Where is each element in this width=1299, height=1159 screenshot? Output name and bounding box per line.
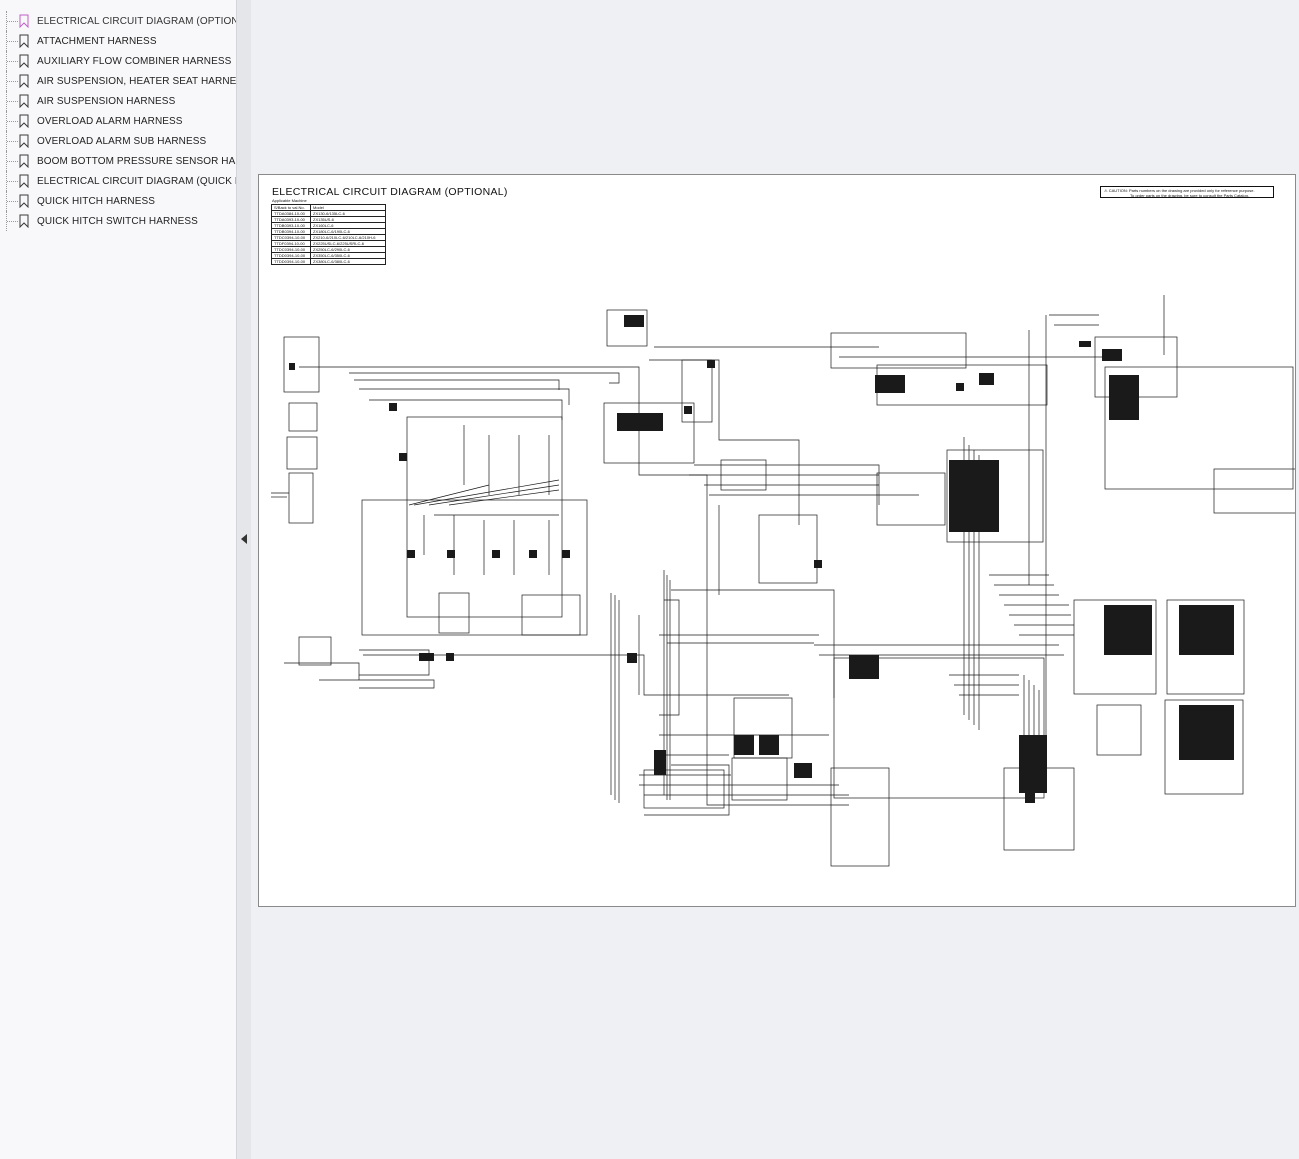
document-page: ELECTRICAL CIRCUIT DIAGRAM (OPTIONAL) Ap…: [258, 174, 1296, 907]
bookmark-label: ELECTRICAL CIRCUIT DIAGRAM (OPTIONAL): [37, 15, 255, 27]
tree-branch: [7, 21, 18, 22]
bookmark-item[interactable]: BOOM BOTTOM PRESSURE SENSOR HARNESS: [0, 151, 270, 171]
tree-branch: [7, 81, 18, 82]
bookmark-icon: [19, 74, 29, 88]
caution-line-1: CAUTION: Parts numbers on the drawing ar…: [1108, 188, 1255, 193]
bookmark-icon: [19, 194, 29, 208]
tree-line: [6, 91, 7, 111]
caution-line-2: To order parts on the drawing, be sure t…: [1130, 193, 1249, 198]
tree-branch: [7, 221, 18, 222]
tree-branch: [7, 181, 18, 182]
bookmark-label: ELECTRICAL CIRCUIT DIAGRAM (QUICK HITCH): [37, 175, 270, 187]
caution-note: ⚠ CAUTION: Parts numbers on the drawing …: [1100, 186, 1274, 198]
bookmark-icon: [19, 154, 29, 168]
bookmark-label: OVERLOAD ALARM HARNESS: [37, 115, 183, 127]
bookmark-item[interactable]: AUXILIARY FLOW COMBINER HARNESS: [0, 51, 236, 71]
bookmark-label: ATTACHMENT HARNESS: [37, 35, 157, 47]
bookmark-item[interactable]: AIR SUSPENSION, HEATER SEAT HARNESS: [0, 71, 250, 91]
bookmark-item[interactable]: OVERLOAD ALARM HARNESS: [0, 111, 236, 131]
bookmark-item[interactable]: ELECTRICAL CIRCUIT DIAGRAM (OPTIONAL): [0, 11, 255, 31]
tree-branch: [7, 121, 18, 122]
tree-line: [6, 151, 7, 171]
bookmark-item[interactable]: QUICK HITCH SWITCH HARNESS: [0, 211, 236, 231]
bookmark-icon: [19, 214, 29, 228]
bookmark-item[interactable]: ELECTRICAL CIRCUIT DIAGRAM (QUICK HITCH): [0, 171, 269, 191]
panel-splitter[interactable]: [236, 0, 251, 1159]
tree-line: [6, 11, 7, 31]
tree-line: [6, 51, 7, 71]
tree-branch: [7, 201, 18, 202]
model-cell: ZX380LC-6/380LC-6: [310, 258, 386, 265]
bookmark-label: BOOM BOTTOM PRESSURE SENSOR HARNESS: [37, 155, 271, 167]
tree-branch: [7, 41, 18, 42]
tree-line: [6, 71, 7, 91]
tree-line: [6, 31, 7, 51]
tree-line: [6, 211, 7, 231]
bookmark-icon: [19, 174, 29, 188]
circuit-diagram: [271, 295, 1295, 867]
page-title: ELECTRICAL CIRCUIT DIAGRAM (OPTIONAL): [272, 186, 508, 198]
bookmark-icon: [19, 14, 29, 28]
bookmark-label: AIR SUSPENSION, HEATER SEAT HARNESS: [37, 75, 250, 87]
bookmark-item[interactable]: ATTACHMENT HARNESS: [0, 31, 236, 51]
bookmark-icon: [19, 94, 29, 108]
tree-line: [6, 171, 7, 191]
caution-icon: ⚠: [1104, 188, 1108, 193]
tree-line: [6, 191, 7, 211]
triangle-left-icon[interactable]: [240, 532, 248, 546]
bookmark-item[interactable]: AIR SUSPENSION HARNESS: [0, 91, 236, 111]
bookmark-label: AIR SUSPENSION HARNESS: [37, 95, 176, 107]
bookmark-icon: [19, 134, 29, 148]
tree-branch: [7, 61, 18, 62]
tree-line: [6, 111, 7, 131]
applicable-machine-label: Applicable Machine: [272, 198, 307, 203]
tree-line: [6, 131, 7, 151]
tree-branch: [7, 141, 18, 142]
bookmark-icon: [19, 34, 29, 48]
bookmark-label: QUICK HITCH HARNESS: [37, 195, 156, 207]
bookmark-item[interactable]: QUICK HITCH HARNESS: [0, 191, 236, 211]
tree-branch: [7, 101, 18, 102]
bookmark-icon: [19, 54, 29, 68]
bookmark-icon: [19, 114, 29, 128]
bookmark-label: QUICK HITCH SWITCH HARNESS: [37, 215, 198, 227]
bookmark-item[interactable]: OVERLOAD ALARM SUB HARNESS: [0, 131, 236, 151]
bookmark-list: ELECTRICAL CIRCUIT DIAGRAM (OPTIONAL) ATT…: [0, 11, 270, 231]
tree-branch: [7, 161, 18, 162]
bookmark-label: OVERLOAD ALARM SUB HARNESS: [37, 135, 207, 147]
bookmarks-panel: ELECTRICAL CIRCUIT DIAGRAM (OPTIONAL) ATT…: [0, 0, 270, 1159]
bookmark-label: AUXILIARY FLOW COMBINER HARNESS: [37, 55, 232, 67]
